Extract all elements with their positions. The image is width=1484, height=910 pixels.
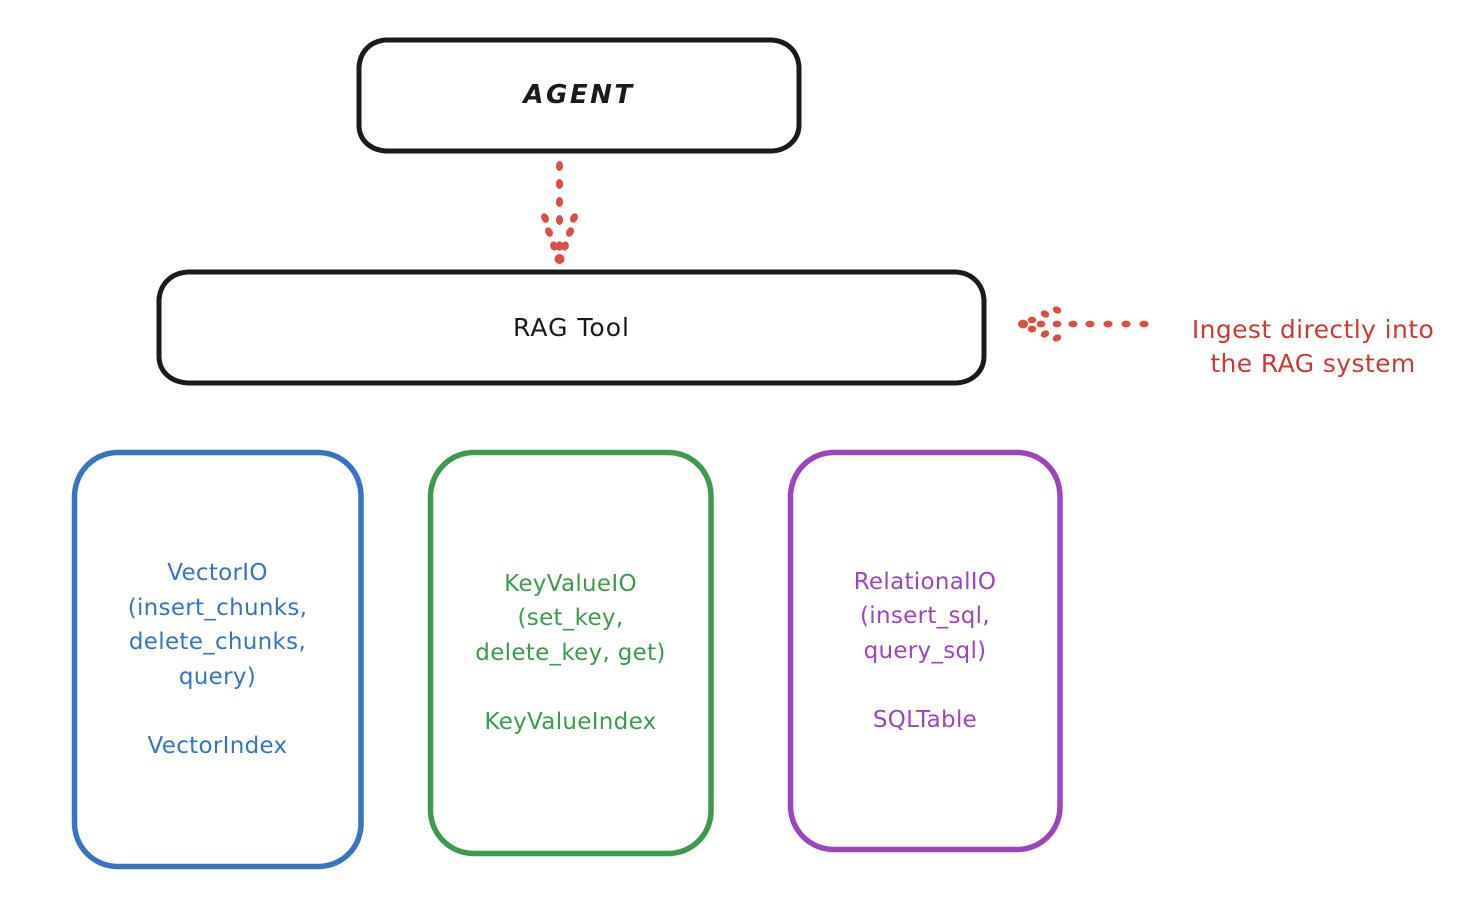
relational-io-node-text-wrap: RelationalIO (insert_sql, query_sql) SQL… (840, 565, 1011, 738)
agent-node-text-wrap: AGENT (509, 78, 648, 112)
node-vector-io[interactable]: VectorIO (insert_chunks, delete_chunks, … (71, 449, 364, 870)
node-agent[interactable]: AGENT (356, 37, 802, 154)
connector-ingest-to-rag-tool (1018, 306, 1149, 342)
key-value-io-node-text-wrap: KeyValueIO (set_key, delete_key, get) Ke… (461, 567, 679, 740)
annotation-ingest-label: Ingest directly into the RAG system (1191, 314, 1435, 379)
node-relational-io-label: RelationalIO (insert_sql, query_sql) SQL… (853, 568, 997, 733)
rag-tool-node-text-wrap: RAG Tool (499, 311, 644, 344)
connector-agent-to-rag-tool (541, 161, 578, 264)
node-key-value-io-label: KeyValueIO (set_key, delete_key, get) Ke… (475, 570, 666, 735)
node-agent-label: AGENT (523, 80, 635, 111)
node-key-value-io[interactable]: KeyValueIO (set_key, delete_key, get) Ke… (427, 449, 714, 857)
annotation-ingest: Ingest directly into the RAG system (1148, 278, 1478, 382)
node-vector-io-label: VectorIO (insert_chunks, delete_chunks, … (127, 560, 308, 759)
node-rag-tool[interactable]: RAG Tool (156, 269, 987, 386)
node-rag-tool-label: RAG Tool (513, 313, 630, 342)
node-relational-io[interactable]: RelationalIO (insert_sql, query_sql) SQL… (787, 449, 1063, 853)
vector-io-node-text-wrap: VectorIO (insert_chunks, delete_chunks, … (114, 556, 322, 763)
